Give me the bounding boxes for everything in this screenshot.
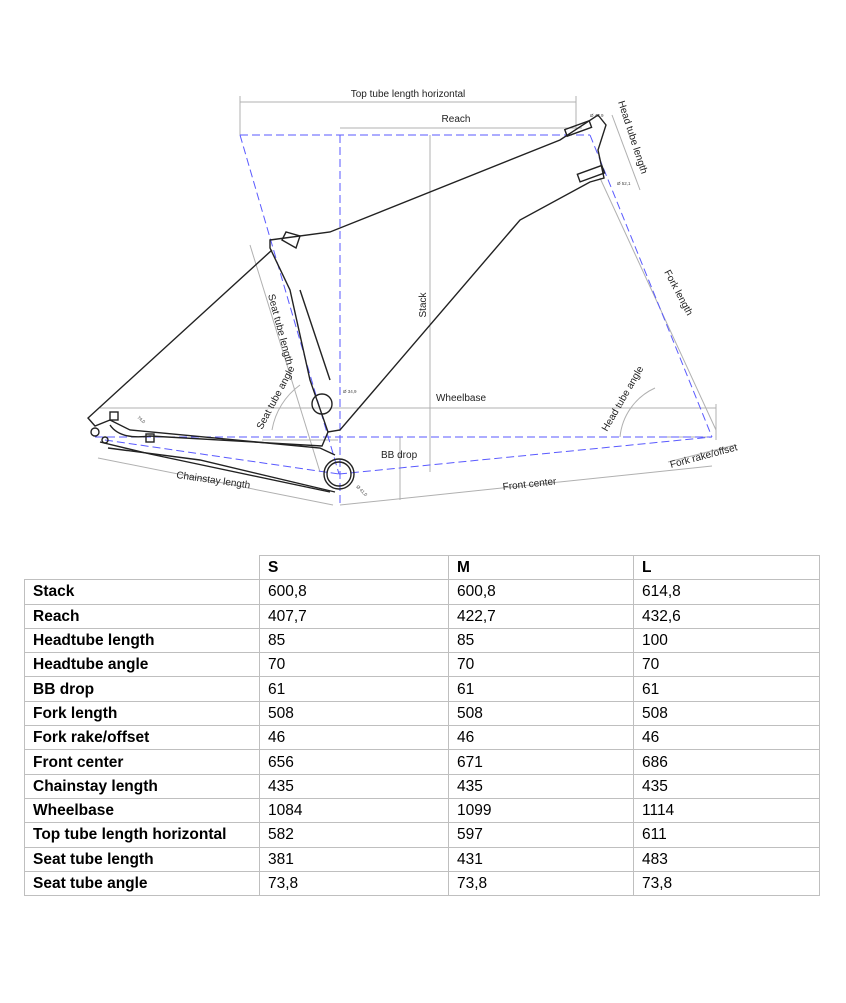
row-label: Headtube length bbox=[24, 627, 260, 654]
cell-value: 671 bbox=[448, 749, 634, 775]
cell-value: 407,7 bbox=[259, 603, 449, 629]
row-label: Fork length bbox=[24, 700, 260, 727]
cell-value: L bbox=[633, 554, 820, 581]
cell-value: 435 bbox=[448, 773, 634, 799]
cell-value: 435 bbox=[259, 773, 449, 799]
cell-value: 600,8 bbox=[448, 579, 634, 605]
label-seat-tube-length: Seat tube length bbox=[265, 293, 294, 366]
cell-value: 61 bbox=[633, 676, 820, 702]
label-top-tube-horizontal: Top tube length horizontal bbox=[351, 89, 466, 100]
cell-value: 508 bbox=[259, 700, 449, 727]
row-label: Top tube length horizontal bbox=[24, 822, 260, 848]
cell-value: 70 bbox=[448, 652, 634, 678]
row-label: BB drop bbox=[24, 676, 260, 702]
cell-value: 435 bbox=[633, 773, 820, 799]
cell-value: 686 bbox=[633, 749, 820, 775]
row-label: Front center bbox=[24, 749, 260, 775]
cell-value: 61 bbox=[259, 676, 449, 702]
cell-value: 85 bbox=[259, 627, 449, 654]
label-wheelbase: Wheelbase bbox=[436, 393, 486, 404]
cell-value: 600,8 bbox=[259, 579, 449, 605]
cell-value: 1099 bbox=[448, 797, 634, 824]
cell-value: 582 bbox=[259, 822, 449, 848]
cell-value: 73,8 bbox=[448, 870, 634, 897]
cell-value: 483 bbox=[633, 846, 820, 872]
label-mount: 74,0 bbox=[136, 415, 146, 425]
label-bb-dia: Ø 41,0 bbox=[355, 484, 368, 497]
label-reach: Reach bbox=[442, 114, 471, 125]
cell-value: 508 bbox=[448, 700, 634, 727]
label-seat-tube-angle: Seat tube angle bbox=[255, 364, 298, 431]
cell-value: 611 bbox=[633, 822, 820, 848]
row-label: Fork rake/offset bbox=[24, 725, 260, 751]
row-label bbox=[24, 555, 260, 581]
cell-value: 46 bbox=[633, 725, 820, 751]
row-label: Seat tube angle bbox=[24, 870, 260, 897]
cell-value: M bbox=[448, 554, 634, 581]
cell-value: 381 bbox=[259, 846, 449, 872]
cell-value: 61 bbox=[448, 676, 634, 702]
label-head-top-dia: Ø 43,9 bbox=[590, 113, 604, 118]
cell-value: S bbox=[259, 554, 449, 581]
label-stack: Stack bbox=[418, 291, 429, 317]
dimension-lines bbox=[97, 96, 736, 506]
label-fork-length: Fork length bbox=[661, 268, 694, 317]
cell-value: 46 bbox=[448, 725, 634, 751]
cell-value: 100 bbox=[633, 627, 820, 654]
cell-value: 70 bbox=[633, 652, 820, 678]
cell-value: 1084 bbox=[259, 797, 449, 824]
label-bb-drop: BB drop bbox=[381, 450, 418, 461]
cell-value: 70 bbox=[259, 652, 449, 678]
cell-value: 432,6 bbox=[633, 603, 820, 629]
cell-value: 73,8 bbox=[259, 870, 449, 897]
label-head-bottom-dia: Ø 52,1 bbox=[617, 181, 631, 186]
cell-value: 597 bbox=[448, 822, 634, 848]
cell-value: 508 bbox=[633, 700, 820, 727]
row-label: Seat tube length bbox=[24, 846, 260, 872]
frame-geometry-diagram: Top tube length horizontal Reach Head tu… bbox=[87, 89, 739, 506]
cell-value: 85 bbox=[448, 627, 634, 654]
label-seatpost-dia: Ø 34,9 bbox=[343, 389, 357, 394]
bike-frame bbox=[87, 114, 607, 493]
row-label: Chainstay length bbox=[24, 773, 260, 799]
cell-value: 422,7 bbox=[448, 603, 634, 629]
row-label: Headtube angle bbox=[24, 652, 260, 678]
cell-value: 73,8 bbox=[633, 870, 820, 897]
cell-value: 656 bbox=[259, 749, 449, 775]
cell-value: 614,8 bbox=[633, 579, 820, 605]
cell-value: 46 bbox=[259, 725, 449, 751]
row-label: Wheelbase bbox=[24, 797, 260, 824]
label-front-center: Front center bbox=[502, 476, 557, 493]
cell-value: 431 bbox=[448, 846, 634, 872]
cell-value: 1114 bbox=[633, 797, 820, 824]
row-label: Stack bbox=[24, 579, 260, 605]
row-label: Reach bbox=[24, 603, 260, 629]
